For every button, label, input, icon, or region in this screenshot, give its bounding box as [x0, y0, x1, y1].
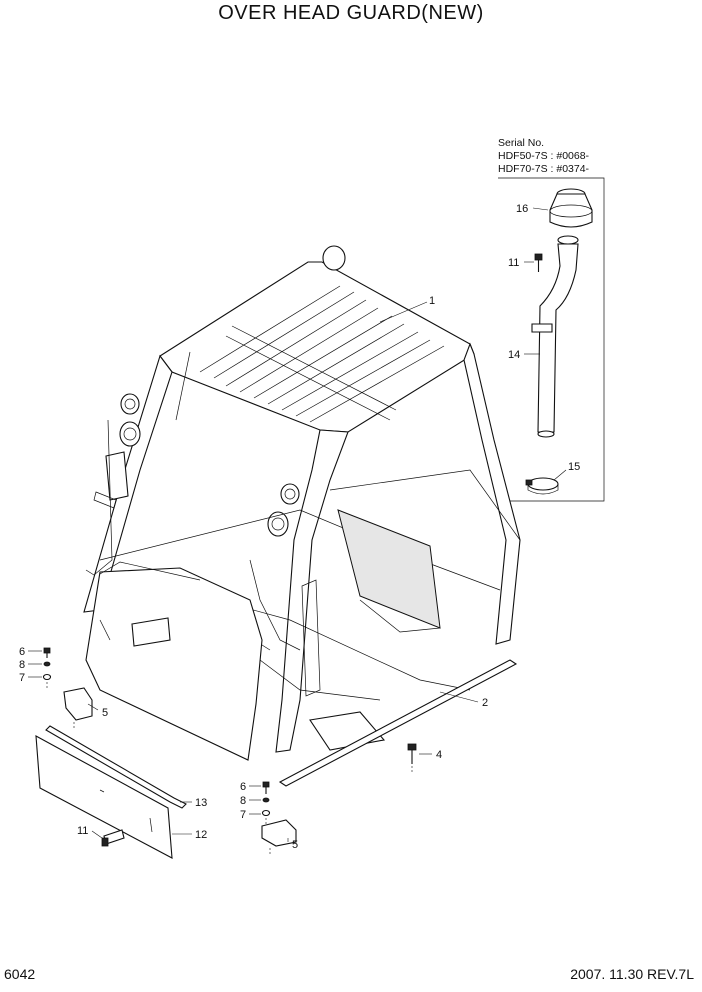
callout-13: 13 — [195, 797, 207, 809]
part-14-intake-pipe — [531, 243, 579, 438]
serial-line-hdf70: HDF70-7S : #0374- — [498, 163, 590, 175]
callout-7-right: 7 — [240, 809, 246, 821]
front-dash-panel — [85, 561, 263, 761]
callout-12: 12 — [195, 829, 207, 841]
part-15-clamp — [525, 477, 559, 495]
part-12-cover-plate — [35, 735, 173, 859]
part-13-seal-strip — [45, 725, 187, 809]
callout-15: 15 — [568, 461, 580, 473]
callout-1: 1 — [429, 295, 435, 307]
callouts: 1 2 4 5 5 6 8 7 6 8 7 11 11 12 13 14 15 — [19, 203, 580, 851]
callout-11-inset: 11 — [508, 257, 519, 269]
page-number: 6042 — [4, 966, 36, 982]
callout-16: 16 — [516, 203, 528, 215]
part-16-air-cap — [549, 188, 593, 245]
callout-14: 14 — [508, 349, 520, 361]
serial-line-hdf50: HDF50-7S : #0068- — [498, 150, 590, 162]
callout-6-left: 6 — [19, 646, 25, 658]
callout-7-left: 7 — [19, 672, 25, 684]
serial-note: Serial No. HDF50-7S : #0068- HDF70-7S : … — [498, 137, 589, 176]
callout-8-right: 8 — [240, 795, 246, 807]
callout-6-right: 6 — [240, 781, 246, 793]
left-lamp-assembly — [85, 393, 141, 576]
right-lamp-assembly — [267, 483, 321, 697]
inset-bracket — [498, 177, 605, 502]
callout-11-lower: 11 — [77, 825, 88, 837]
date-revision: 2007. 11.30 REV.7L — [570, 966, 694, 982]
left-fastener-stack — [42, 647, 93, 728]
page-title: OVER HEAD GUARD(NEW) — [218, 2, 484, 24]
part-2-side-strip — [278, 659, 518, 787]
callout-2: 2 — [482, 697, 488, 709]
part-11-bolt-inset — [534, 253, 543, 272]
right-fastener-stack — [261, 781, 297, 856]
callout-8-left: 8 — [19, 659, 25, 671]
callout-4: 4 — [436, 749, 442, 761]
serial-label: Serial No. — [498, 137, 545, 149]
part-4-bolt — [407, 743, 417, 772]
part-11-bolt-lower — [101, 829, 125, 847]
part-1-overhead-guard — [83, 245, 521, 753]
callout-5-right: 5 — [292, 839, 298, 851]
callout-5-left: 5 — [102, 707, 108, 719]
